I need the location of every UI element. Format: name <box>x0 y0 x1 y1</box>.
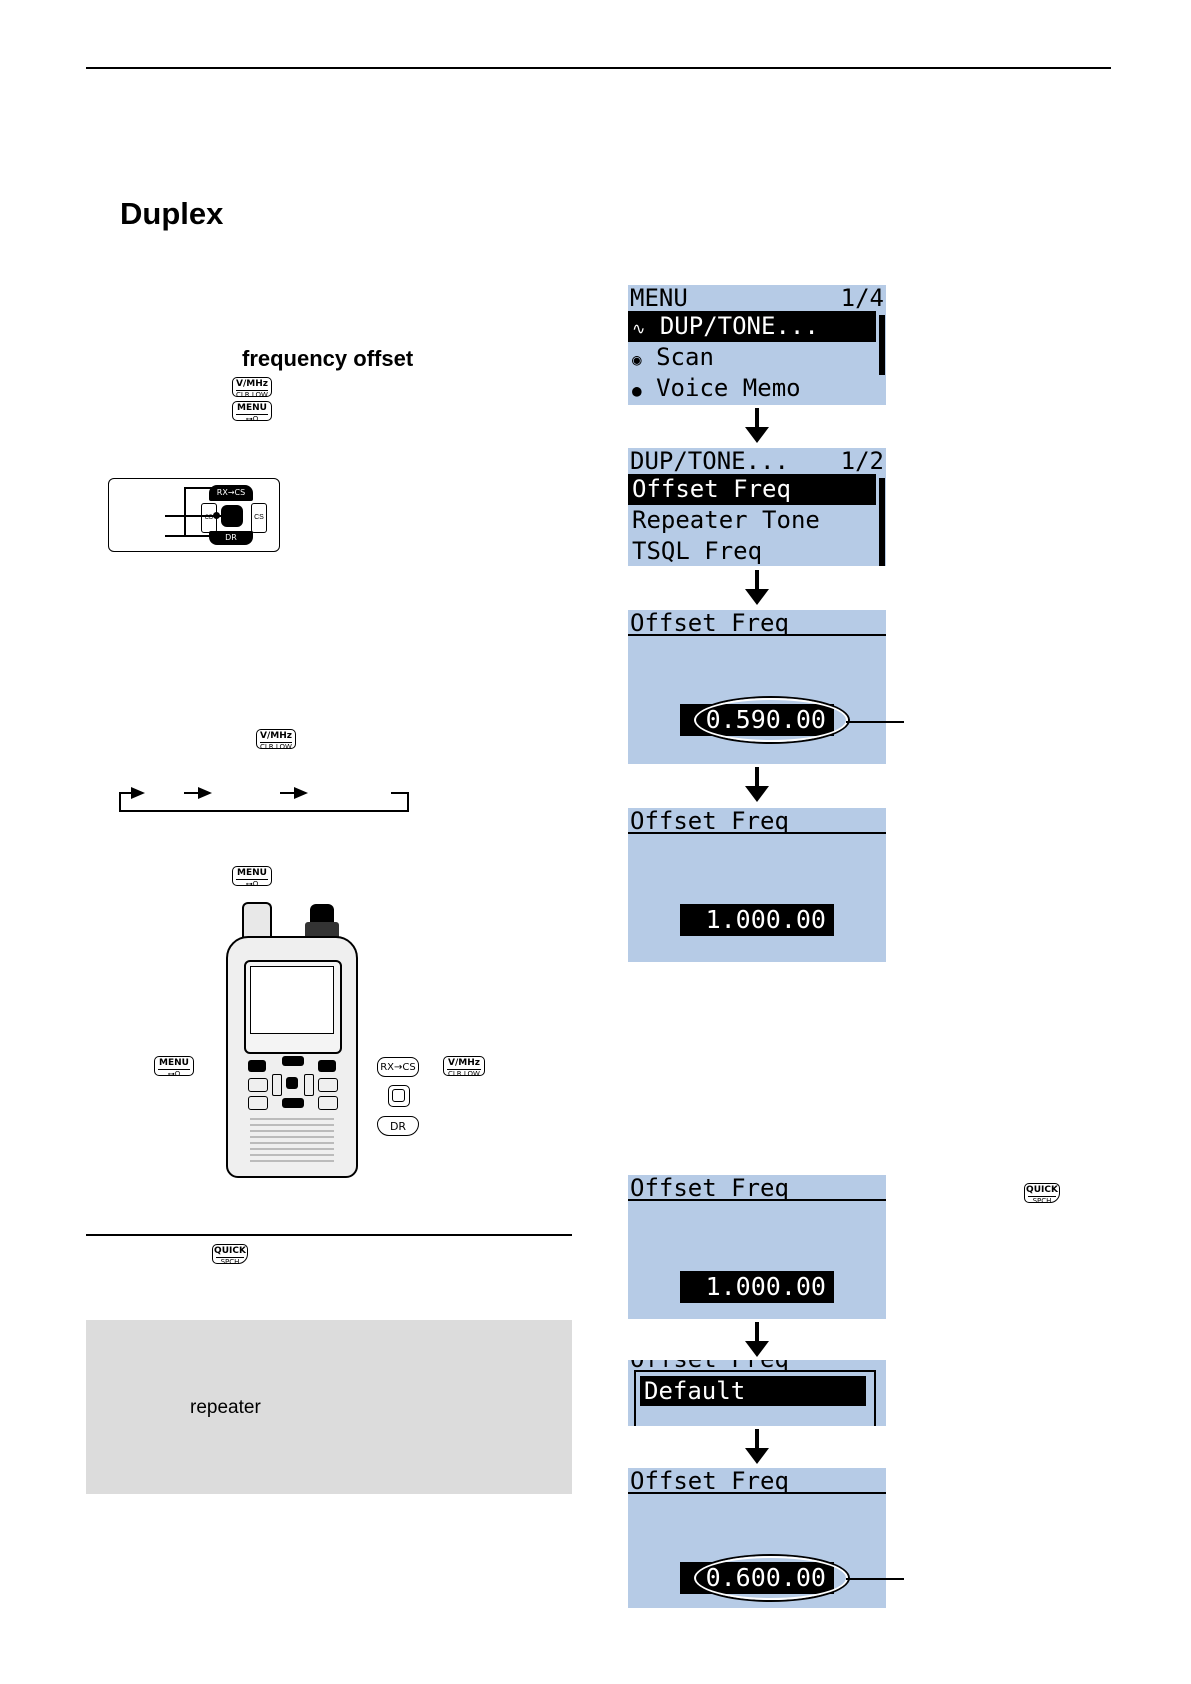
keypad-line <box>165 535 215 537</box>
menu-key-icon-2: MENU⊶O <box>232 866 272 888</box>
popup-behind-title: Offset Freq <box>630 1360 789 1372</box>
note-text: repeater <box>190 1397 261 1418</box>
flow-arrow-2 <box>755 570 759 592</box>
keypad-bracket <box>184 487 186 535</box>
cycle-bottom <box>119 810 409 812</box>
highlight-oval-1 <box>694 698 848 742</box>
dr-key-icon: DR <box>377 1116 419 1136</box>
rxcs-key-mini: RX→CS <box>209 485 253 501</box>
radio-key <box>282 1098 304 1108</box>
keypad-line <box>165 515 221 517</box>
duptone-item-offset: Offset Freq <box>628 474 876 505</box>
menu-scrollbar <box>879 315 885 375</box>
menu-item-scan: ◉ Scan <box>632 343 714 371</box>
cycle-arrow-head <box>198 787 212 799</box>
flow-arrow-head-1 <box>745 427 769 443</box>
cs-key-mini: CS <box>251 503 267 533</box>
radio-knob <box>310 904 334 924</box>
menu-key-icon: MENU⊶O <box>232 401 272 423</box>
flow-arrow-head-3 <box>745 786 769 802</box>
radio-key <box>318 1060 336 1072</box>
rxcs-key-icon: RX→CS <box>377 1057 419 1077</box>
note-box <box>86 1320 572 1494</box>
duptone-item-tsql: TSQL Freq <box>632 537 763 565</box>
radio-key <box>248 1096 268 1110</box>
lcd-offset-title-1: Offset Freq <box>630 610 789 637</box>
cycle-left <box>119 792 121 812</box>
center-key-icon <box>388 1085 410 1107</box>
flow-arrow-4 <box>755 1322 759 1344</box>
duplex-icon: ∿ <box>632 319 646 338</box>
cycle-arrow-line <box>119 792 133 794</box>
lcd-default-popup-screen: Offset Freq Default <box>628 1360 886 1426</box>
lcd-offset-title-3: Offset Freq <box>630 1175 789 1202</box>
cycle-arrow-line <box>184 792 200 794</box>
center-key-mini <box>221 505 243 527</box>
microphone-icon: ● <box>632 381 642 400</box>
offset-value-3: 1.000.00 <box>680 1271 834 1303</box>
lcd-offset-screen-4: Offset Freq 0.600.00 <box>628 1468 886 1608</box>
radio-key <box>248 1078 268 1092</box>
flow-arrow-5 <box>755 1429 759 1451</box>
lcd-offset-screen-1: Offset Freq 0.590.00 <box>628 610 886 764</box>
radio-key <box>248 1060 266 1072</box>
lcd-duptone-screen: DUP/TONE...1/2 Offset Freq Repeater Tone… <box>628 448 886 566</box>
cycle-arrow-head <box>131 787 145 799</box>
dr-key-mini: DR <box>209 531 253 545</box>
cycle-arrow-head <box>294 787 308 799</box>
duptone-scrollbar <box>879 478 885 566</box>
radio-key <box>304 1074 314 1096</box>
flow-arrow-1 <box>755 408 759 430</box>
highlight-oval-2 <box>694 1556 848 1600</box>
duptone-item-repeater-tone: Repeater Tone <box>632 506 820 534</box>
menu-key-icon-3: MENU⊶O <box>154 1056 194 1078</box>
flow-arrow-head-4 <box>745 1341 769 1357</box>
lcd-duptone-title: DUP/TONE...1/2 <box>630 448 884 475</box>
radio-key <box>318 1096 338 1110</box>
radio-key <box>282 1056 304 1066</box>
radio-center-key <box>286 1077 298 1089</box>
section-title: Duplex <box>120 196 224 231</box>
keypad-line <box>184 487 214 489</box>
radio-body <box>226 936 358 1178</box>
frequency-offset-label: frequency offset <box>242 346 414 371</box>
flow-arrow-head-5 <box>745 1448 769 1464</box>
lcd-offset-title-2: Offset Freq <box>630 808 789 835</box>
callout-line-1 <box>846 721 904 723</box>
menu-item-voice-memo: ● Voice Memo <box>632 374 801 402</box>
keypad-dot <box>213 512 220 519</box>
cycle-arrow-line <box>280 792 296 794</box>
callout-line-2 <box>846 1578 904 1580</box>
cycle-right <box>407 792 409 812</box>
radio-speaker-grille <box>250 1118 334 1162</box>
popup-item-default: Default <box>640 1376 866 1406</box>
offset-value-2: 1.000.00 <box>680 904 834 936</box>
binoculars-icon: ◉ <box>632 350 642 369</box>
lcd-offset-screen-2: Offset Freq 1.000.00 <box>628 808 886 962</box>
top-rule <box>86 67 1111 69</box>
radio-key <box>318 1078 338 1092</box>
divider-rule <box>86 1234 572 1236</box>
cycle-right-top <box>391 792 409 794</box>
keypad-diagram: RX→CS DR CD CS <box>108 478 280 552</box>
radio-display <box>250 966 334 1034</box>
flow-arrow-3 <box>755 767 759 789</box>
menu-item-duptone: ∿ DUP/TONE... <box>628 311 876 342</box>
radio-key <box>272 1074 282 1096</box>
flow-arrow-head-2 <box>745 589 769 605</box>
lcd-offset-title-4: Offset Freq <box>630 1468 789 1495</box>
popup-frame: Default <box>634 1370 876 1426</box>
lcd-offset-screen-3: Offset Freq 1.000.00 <box>628 1175 886 1319</box>
